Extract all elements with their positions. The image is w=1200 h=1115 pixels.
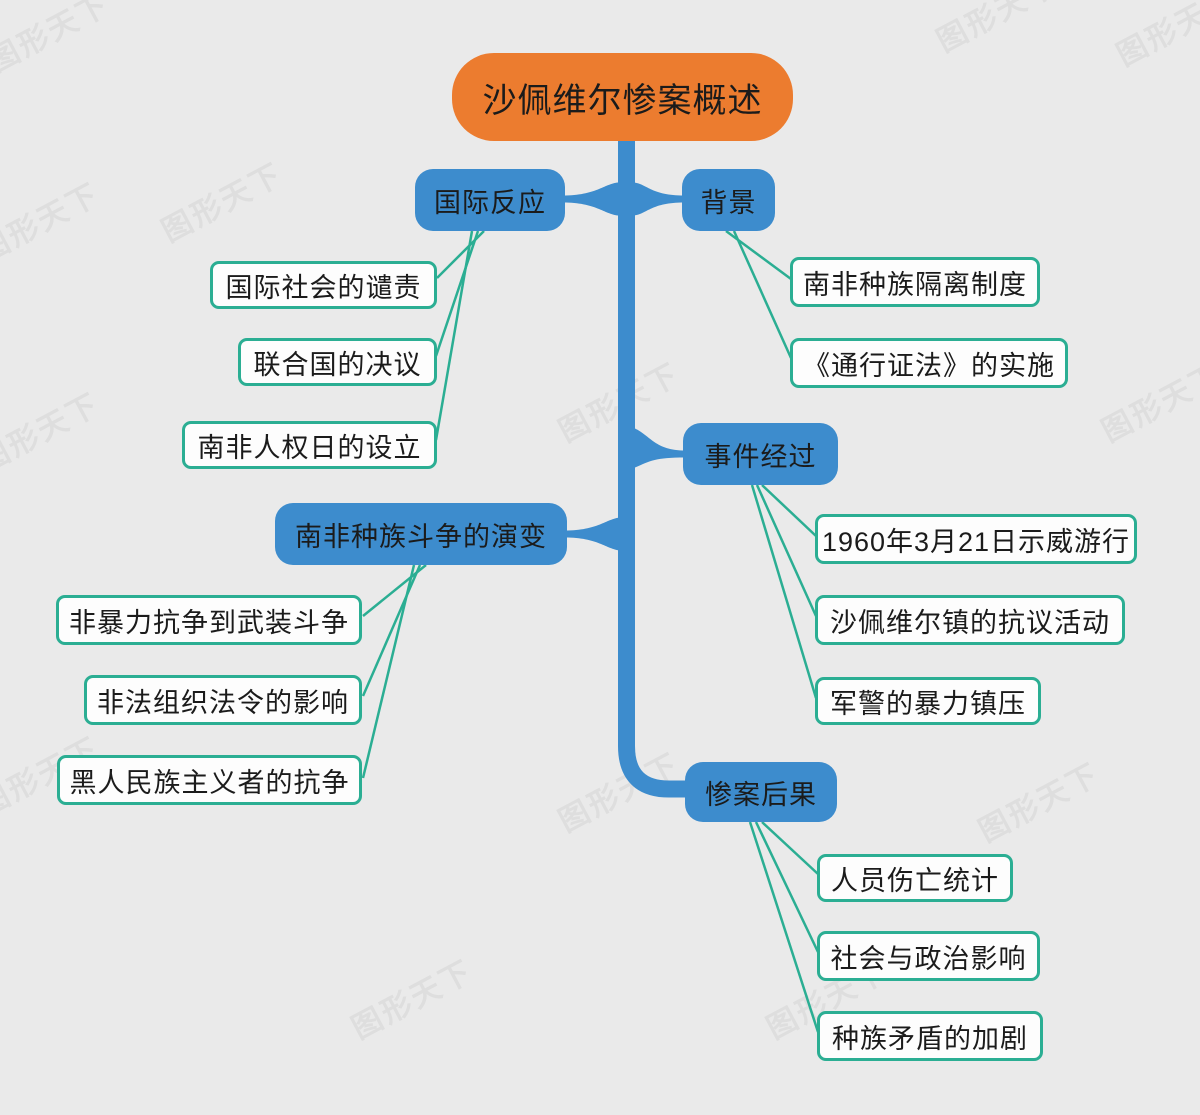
- leaf-human-rights-day[interactable]: 南非人权日的设立: [182, 421, 437, 469]
- leaf-demonstration-1960[interactable]: 1960年3月21日示威游行: [815, 514, 1137, 564]
- leaf-connector: [755, 484, 818, 617]
- root-node-sharpeville-overview[interactable]: 沙佩维尔惨案概述: [452, 53, 793, 141]
- leaf-connector: [761, 821, 819, 875]
- leaf-connector: [434, 230, 474, 441]
- branch-node-international-reaction[interactable]: 国际反应: [415, 169, 565, 231]
- branch-node-aftermath[interactable]: 惨案后果: [685, 762, 837, 822]
- branch-connector-struggle-evolution: [565, 517, 620, 551]
- leaf-connector: [361, 564, 416, 779]
- leaf-casualty-statistics[interactable]: 人员伤亡统计: [817, 854, 1013, 902]
- leaf-racial-tension-escalation[interactable]: 种族矛盾的加剧: [817, 1011, 1043, 1061]
- leaf-pass-law[interactable]: 《通行证法》的实施: [790, 338, 1068, 388]
- leaf-connector: [434, 230, 480, 357]
- leaf-international-condemnation[interactable]: 国际社会的谴责: [210, 261, 437, 309]
- leaf-connector: [754, 821, 820, 953]
- trunk-connector: [618, 138, 686, 798]
- leaf-apartheid-system[interactable]: 南非种族隔离制度: [790, 257, 1040, 307]
- leaf-connector: [761, 484, 817, 537]
- leaf-connector: [436, 230, 485, 279]
- branch-node-struggle-evolution[interactable]: 南非种族斗争的演变: [275, 503, 567, 565]
- branch-connector-event-process: [634, 428, 685, 468]
- leaf-connector: [748, 821, 820, 1033]
- leaf-violent-suppression[interactable]: 军警的暴力镇压: [815, 677, 1041, 725]
- leaf-un-resolutions[interactable]: 联合国的决议: [238, 338, 437, 386]
- branch-connector-international-reaction: [563, 182, 618, 216]
- branch-connector-background: [634, 182, 684, 216]
- branch-node-background[interactable]: 背景: [682, 169, 775, 231]
- branch-node-event-process[interactable]: 事件经过: [683, 423, 838, 485]
- leaf-connector: [725, 229, 792, 281]
- leaf-unlawful-org-act[interactable]: 非法组织法令的影响: [84, 675, 362, 725]
- leaf-connector: [750, 484, 818, 699]
- leaf-connector: [361, 564, 422, 697]
- leaf-black-nationalist-resistance[interactable]: 黑人民族主义者的抗争: [57, 755, 362, 805]
- leaf-sharpeville-protest[interactable]: 沙佩维尔镇的抗议活动: [815, 595, 1125, 645]
- leaf-nonviolent-to-armed[interactable]: 非暴力抗争到武装斗争: [56, 595, 362, 645]
- leaf-social-political-impact[interactable]: 社会与政治影响: [817, 931, 1040, 981]
- leaf-connector: [732, 230, 793, 359]
